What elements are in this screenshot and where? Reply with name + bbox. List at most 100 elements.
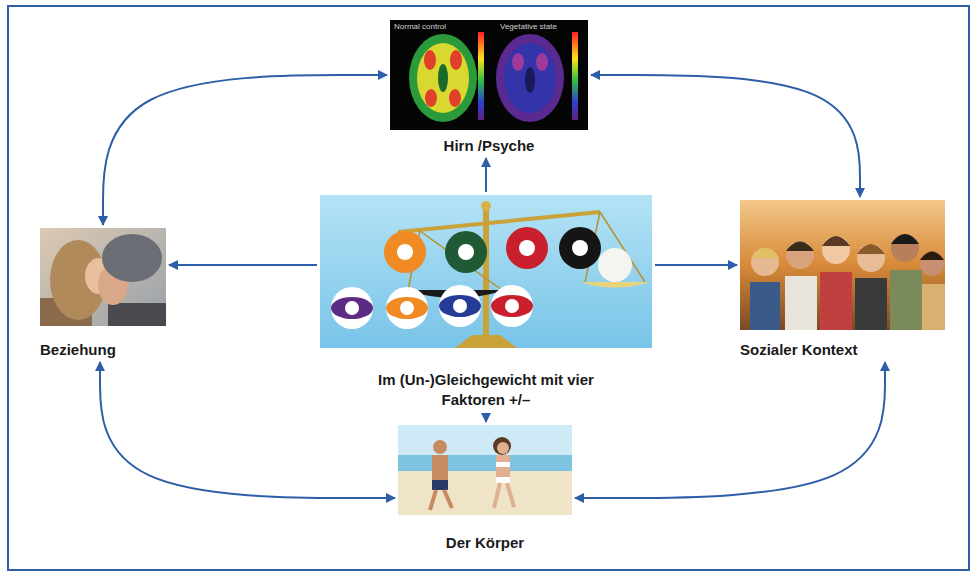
beach-picture-part [494,483,500,508]
brain-scan-picture-part [496,34,564,122]
brain-scan-picture-part [504,43,556,113]
group-picture-part [920,252,944,276]
brain-scan-picture-part [417,43,469,113]
brain-scan-picture-part [449,89,461,107]
picture-area [740,200,945,330]
balance-picture-part [400,301,414,315]
node-caption: Der Körper [398,534,572,552]
balance-picture-part [519,240,535,256]
node-caption: Sozialer Kontext [740,341,945,359]
brain-scan-picture-part [525,67,535,93]
picture-node: Im (Un-)Gleichgewicht mit vier Faktoren … [320,195,652,410]
group-picture-part [890,270,922,330]
balance-picture-part [331,297,373,319]
group-picture-part [822,236,850,246]
balance-picture-part [397,244,413,260]
beach-picture-part [493,437,511,455]
node-caption: Im (Un-)Gleichgewicht mit vier Faktoren … [374,370,599,410]
group-picture-part [820,272,852,330]
balance-picture-part [386,297,428,319]
picture-node: Sozialer Kontext [740,200,945,359]
arrow-connector [591,75,860,197]
picture-area [390,20,588,130]
brain-scan-picture-part [409,34,477,122]
group-picture-part [855,278,887,330]
brain-scan-picture-part [390,20,588,130]
balance-picture-part [505,299,519,313]
beach-picture-part [444,490,452,508]
arrow-connector [100,362,395,498]
balance-picture-part [453,299,467,313]
picture-node: Beziehung [40,228,166,359]
brain-scan-picture-part [512,53,524,71]
outer-frame [8,6,969,570]
picture-area [320,195,652,348]
beach-picture-part [430,490,436,510]
beach-picture-part [398,471,572,515]
balance-picture-part [506,227,548,269]
balance-picture-part [559,227,601,269]
group-picture-part [750,282,780,330]
balance-picture-part [386,287,428,329]
balance-picture-part [491,295,533,317]
brain-scan-picture-part [478,32,484,120]
group-picture-part [786,241,814,269]
balance-picture-part [345,301,359,315]
couple-picture-part [40,228,166,326]
balance-picture-part [572,240,588,256]
group-picture-part [891,234,919,244]
balance-picture-part [458,244,474,260]
group-picture-part [920,252,944,261]
arrow-connector [169,264,317,266]
group-picture [740,200,945,330]
brain-scan-picture-part [572,32,578,120]
picture-node: Hirn /Psyche [390,20,588,155]
node-caption: Hirn /Psyche [390,137,588,155]
group-picture-part [785,276,817,330]
balance-picture-part [483,208,489,338]
balance-picture-part [331,287,373,329]
picture-node: Der Körper [398,425,572,552]
balance-picture-part [384,231,426,273]
beach-picture-part [507,483,514,507]
node-caption: Beziehung [40,341,166,359]
brain-scan-picture [390,20,588,130]
beach-picture-part [398,455,572,471]
brain-scan-picture-part [425,89,437,107]
group-picture-part [751,248,779,258]
group-picture-part [891,234,919,262]
beach-picture-part [496,455,510,483]
picture-area [398,425,572,515]
beach-picture-part [496,477,510,483]
arrow-connector [485,413,487,422]
balance-picture-part [439,285,481,327]
balance-picture-part [420,231,502,290]
balance-picture-part [455,335,517,348]
group-picture-part [857,244,885,272]
scan-label: Normal control [394,22,446,31]
picture-area [40,228,166,326]
group-picture-part [857,244,885,254]
balance-picture-part [598,248,632,282]
beach-picture-part [398,425,572,515]
scan-label: Vegetative state [500,22,557,31]
arrow-connector [575,362,885,498]
balance-picture-part [445,231,487,273]
beach-picture-part [496,462,510,467]
balance-picture-part [398,212,600,232]
balance-picture-part [439,295,481,317]
balance-picture-part [320,195,652,348]
arrow-connector [103,75,387,225]
beach-picture-part [432,480,448,490]
brain-scan-picture-part [450,50,462,70]
beach-picture-part [497,442,509,454]
arrow-connector [485,158,487,192]
arrow-connector [655,264,737,266]
balance-picture-part [491,285,533,327]
balance-picture-part [481,201,491,211]
balance-picture-part [580,282,650,288]
couple-picture-part [102,234,162,282]
group-picture-part [751,248,779,276]
brain-scan-picture-part [424,50,436,70]
